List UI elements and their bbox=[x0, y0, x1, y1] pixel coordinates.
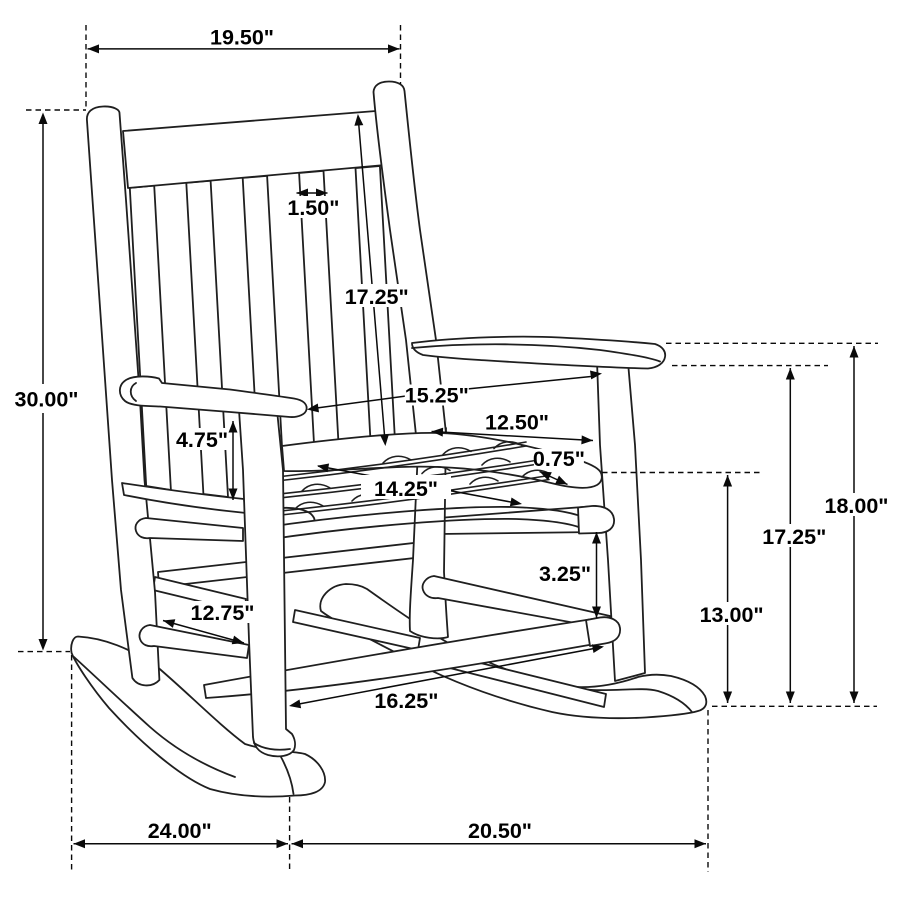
svg-text:0.75": 0.75" bbox=[533, 447, 585, 471]
svg-text:12.75": 12.75" bbox=[191, 601, 255, 625]
svg-text:18.00": 18.00" bbox=[825, 494, 889, 518]
svg-text:17.25": 17.25" bbox=[762, 525, 826, 549]
svg-text:1.50": 1.50" bbox=[287, 196, 339, 220]
svg-text:24.00": 24.00" bbox=[148, 819, 212, 843]
svg-text:16.25": 16.25" bbox=[374, 689, 438, 713]
svg-text:20.50": 20.50" bbox=[468, 819, 532, 843]
svg-text:3.25": 3.25" bbox=[539, 562, 591, 586]
svg-text:15.25": 15.25" bbox=[405, 384, 469, 408]
svg-text:17.25": 17.25" bbox=[345, 285, 409, 309]
svg-text:13.00": 13.00" bbox=[700, 603, 764, 627]
svg-text:19.50": 19.50" bbox=[210, 26, 274, 50]
svg-text:4.75": 4.75" bbox=[176, 428, 228, 452]
svg-text:30.00": 30.00" bbox=[15, 388, 79, 412]
svg-text:12.50": 12.50" bbox=[485, 411, 549, 435]
svg-text:14.25": 14.25" bbox=[374, 477, 438, 501]
